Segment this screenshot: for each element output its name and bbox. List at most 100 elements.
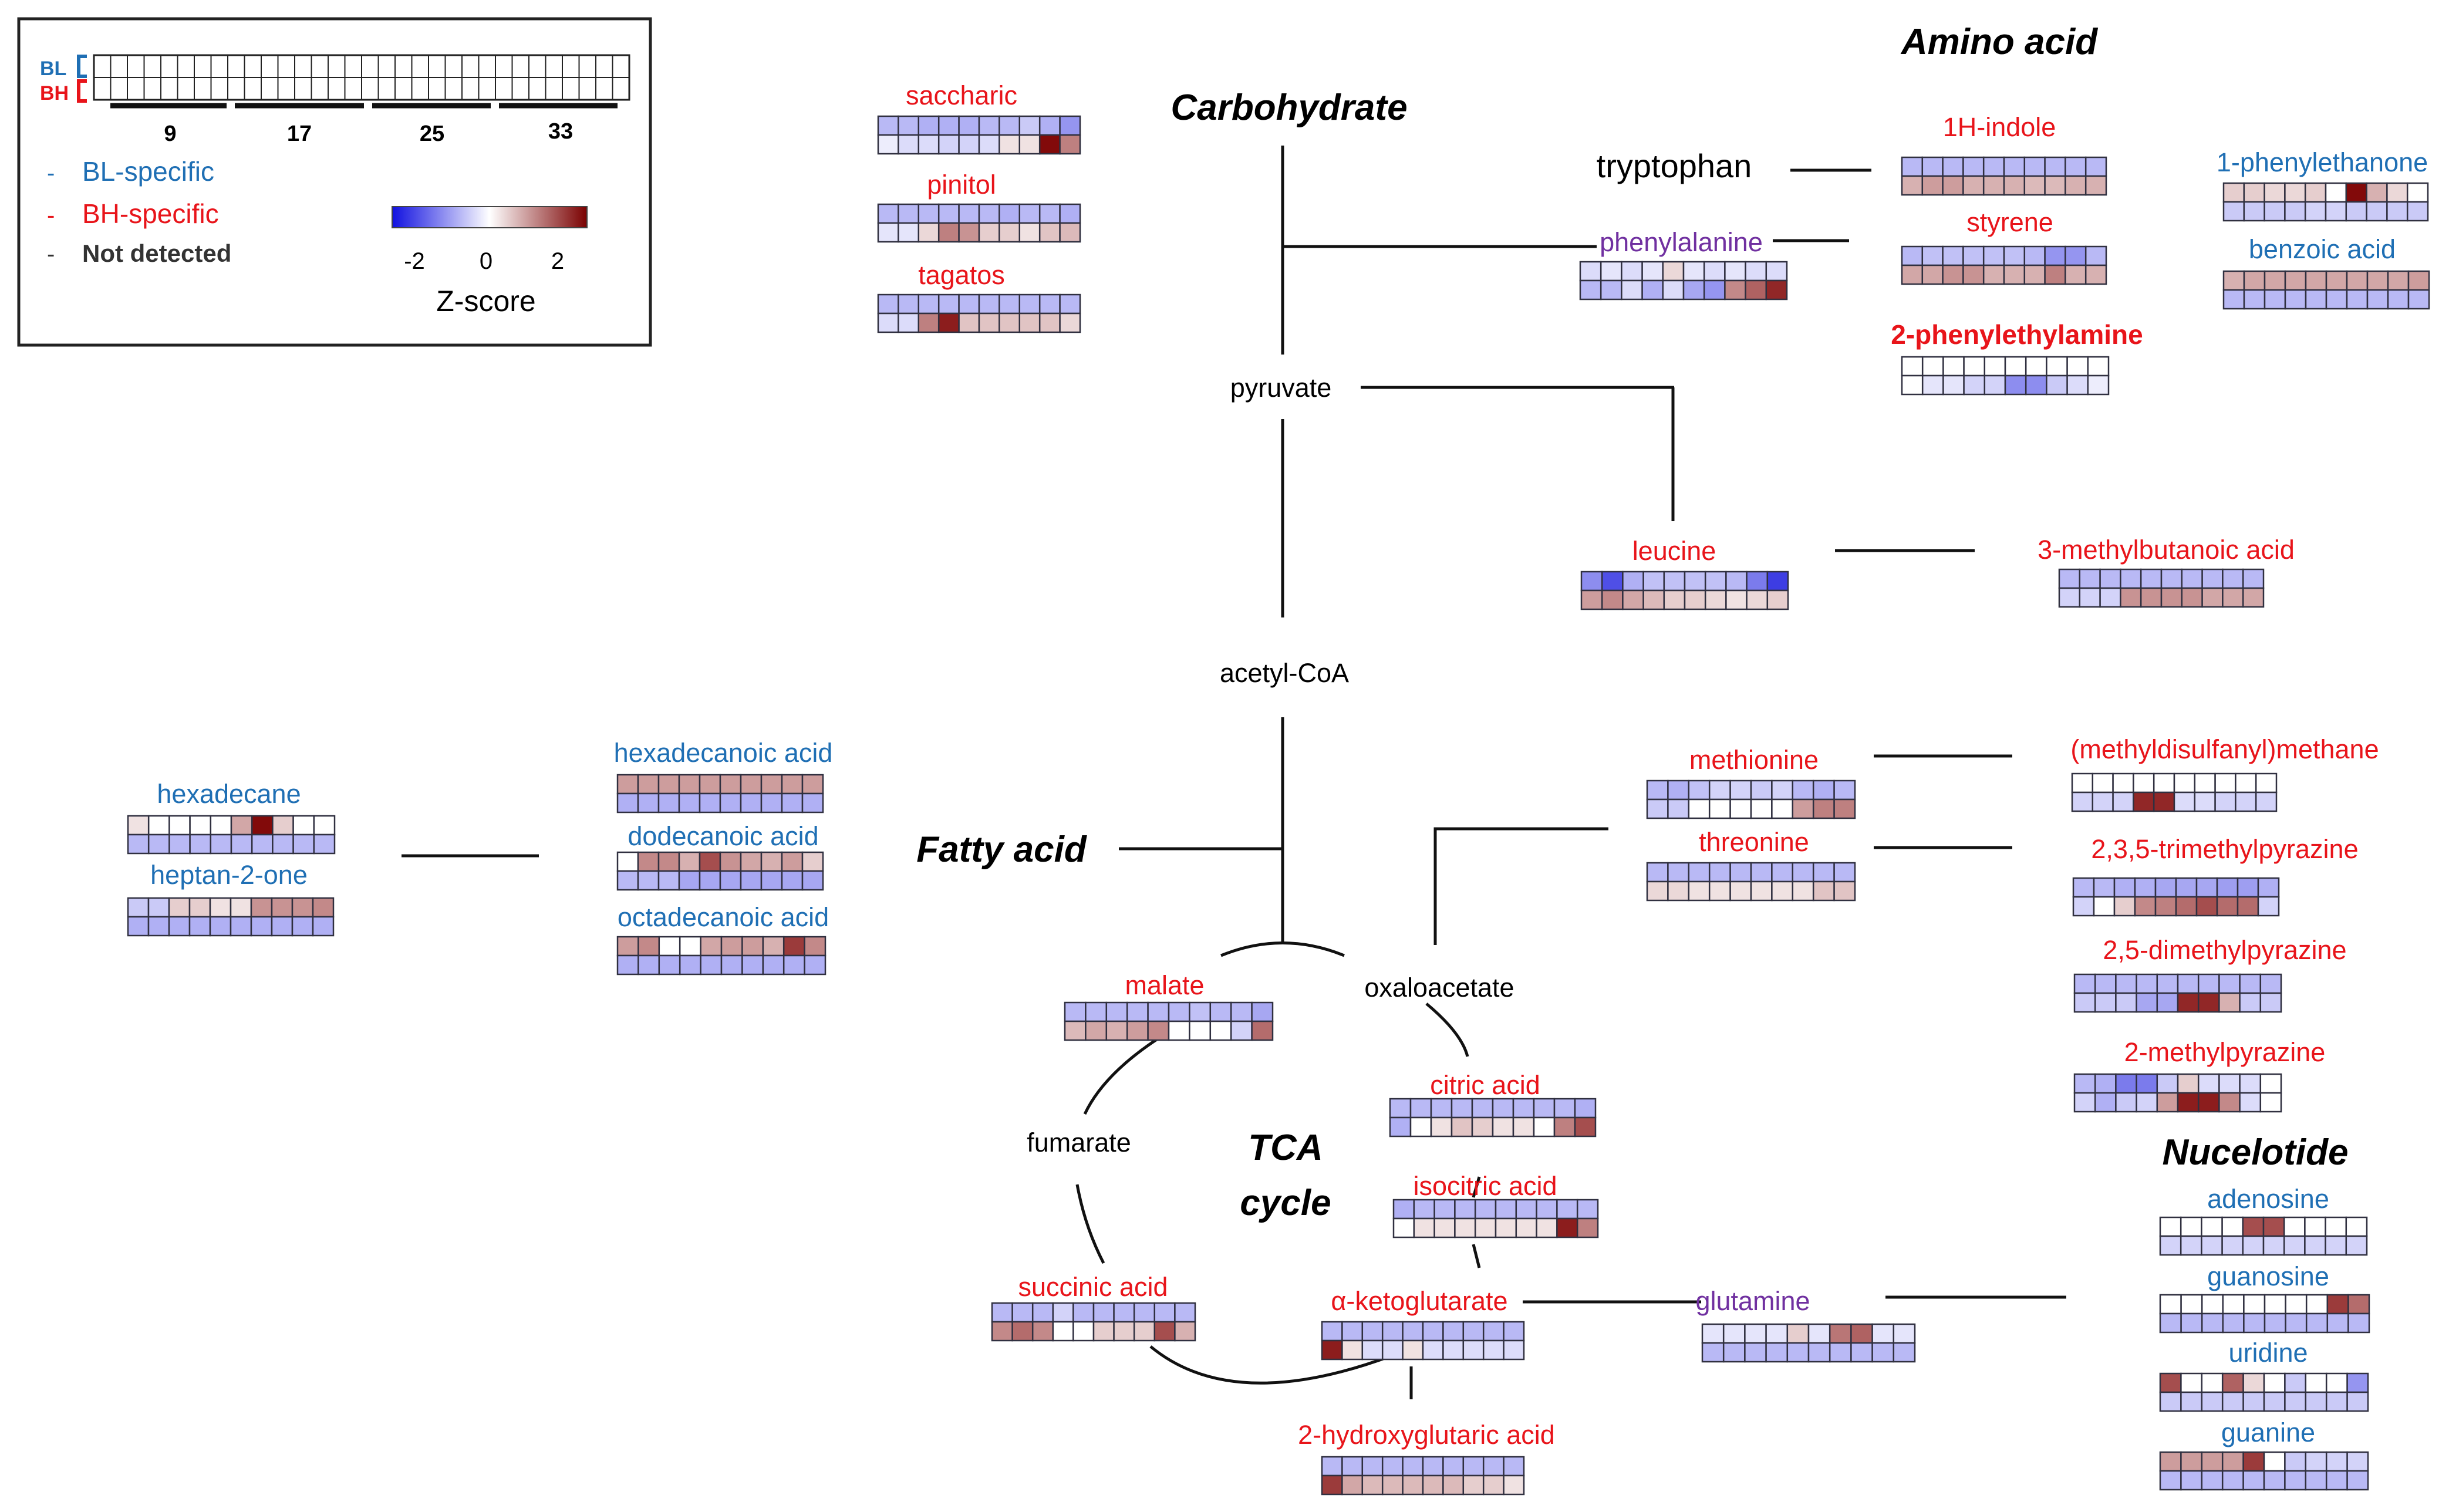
heatmap-cell-bh	[1646, 880, 1669, 902]
heatmap-cell-bl	[1153, 1302, 1176, 1323]
heatmap-cell-bh	[292, 833, 315, 855]
heatmap-cell-bl	[1850, 1323, 1873, 1344]
heatmap-cell-bl	[1984, 356, 2006, 377]
heatmap-benzoic: benzoic acid	[2222, 234, 2430, 310]
heatmap-cell-bh	[1576, 1217, 1599, 1238]
heatmap-cell-bh	[1704, 589, 1727, 610]
heatmap-cell-bh	[1381, 1474, 1404, 1496]
heatmap-cell-bh	[1662, 279, 1685, 301]
heatmap-cell-bl	[1147, 1001, 1170, 1022]
legend-tick-label: 17	[287, 122, 312, 146]
metabolite-label-guanine: guanine	[2221, 1418, 2315, 1447]
heatmap-cell-bh	[991, 1321, 1013, 1342]
metabolite-label-pinitol: pinitol	[927, 170, 996, 200]
heatmap-cell-bl	[1646, 779, 1669, 801]
connector	[1472, 1176, 1481, 1198]
heatmap-cell-bh	[1621, 279, 1643, 301]
heatmap-cell-bh	[2181, 587, 2203, 608]
heatmap-cell-bh	[2325, 289, 2348, 310]
heatmap-cell-bl	[2113, 877, 2136, 898]
heatmap-cell-bl	[2284, 1372, 2307, 1393]
heatmap-cell-bh	[1982, 175, 2005, 196]
heatmap-cell-bl	[991, 1302, 1013, 1323]
heatmap-cell-bl	[2325, 270, 2348, 291]
heatmap-cell-bl	[2407, 270, 2430, 291]
heatmap-cell-bh	[1495, 1217, 1517, 1238]
heatmap-cell-bh	[2347, 1312, 2370, 1334]
heatmap-cell-bh	[147, 833, 170, 855]
heatmap-cell-bh	[189, 833, 212, 855]
heatmap-cell-bh	[1829, 1342, 1852, 1363]
heatmap-cell-bh	[2239, 992, 2262, 1013]
heatmap-cell-bl	[2284, 270, 2307, 291]
heatmap-cell-bh	[1209, 1020, 1232, 1041]
heatmap-cell-bh	[2387, 289, 2410, 310]
heatmap-cell-bh	[2065, 175, 2087, 196]
heatmap-cell-bh	[1641, 279, 1664, 301]
heatmap-cell-bl	[2134, 877, 2157, 898]
heatmap-cell-bl	[657, 774, 680, 795]
heatmap-cell-bl	[251, 815, 274, 836]
heatmap-cell-bh	[2221, 1235, 2244, 1256]
heatmap-cell-bl	[2345, 182, 2367, 203]
heatmap-cell-bh	[1942, 175, 1964, 196]
heatmap-cell-bl	[250, 897, 273, 918]
heatmap-cell-bh	[2222, 1312, 2245, 1334]
heatmap-cell-bh	[2159, 1391, 2182, 1412]
heatmap-cell-bl	[637, 774, 660, 795]
heatmap-cell-bl	[2222, 270, 2245, 291]
heatmap-cell-bl	[2346, 1372, 2369, 1393]
heatmap-cell-bl	[2305, 1372, 2327, 1393]
heatmap-cell-bh	[2180, 1235, 2202, 1256]
heatmap-cell-bh	[1341, 1339, 1364, 1361]
heatmap-cell-bl	[2092, 772, 2114, 794]
heatmap-cell-bh	[1402, 1474, 1424, 1496]
heatmap-cell-bh	[1381, 1339, 1404, 1361]
heatmap-cell-bl	[1536, 1199, 1558, 1220]
heatmap-cell-bh	[1174, 1321, 1196, 1342]
heatmap-cell-bl	[1833, 779, 1856, 801]
heatmap-cell-bh	[1389, 1116, 1412, 1138]
heatmap-cell-bh	[2197, 992, 2220, 1013]
heatmap-cell-bl	[2071, 772, 2094, 794]
heatmap-cell-bl	[209, 897, 232, 918]
heatmap-cell-bh	[978, 134, 1000, 155]
heatmap-cell-bl	[1011, 1302, 1034, 1323]
heatmap-cell-bh	[2197, 1092, 2220, 1113]
heatmap-cell-bl	[657, 851, 680, 872]
heatmap-cell-bh	[1454, 1217, 1476, 1238]
heatmap-cell-bl	[2201, 1372, 2224, 1393]
heatmap-cell-bl	[999, 115, 1021, 136]
metabolite-label-glutamine: glutamine	[1695, 1286, 1810, 1316]
heatmap-cell-bh	[1133, 1321, 1156, 1342]
heatmap-cell-bl	[2242, 1216, 2265, 1237]
legend-row-bl: BL	[40, 58, 66, 80]
legend-dash: -	[47, 203, 55, 228]
heatmap-cell-bl	[2305, 270, 2327, 291]
heatmap-cell-bh	[2201, 1391, 2224, 1412]
heatmap-cell-bh	[2235, 791, 2257, 812]
heatmap-cell-bh	[1556, 1217, 1578, 1238]
heatmap-cell-bh	[188, 916, 211, 937]
heatmap-cell-bh	[1807, 1342, 1831, 1363]
heatmap-pinitol: pinitol	[877, 170, 1081, 243]
heatmap-cell-bl	[2194, 772, 2216, 794]
heatmap-cell-bl	[2065, 245, 2087, 266]
heatmap-cell-bh	[1413, 1217, 1435, 1238]
heatmap-cell-bl	[1018, 203, 1041, 224]
heatmap-cell-bh	[2173, 791, 2196, 812]
heatmap-cell-bh	[801, 870, 824, 891]
heatmap-cell-bh	[1038, 134, 1061, 155]
heatmap-cell-bl	[1600, 261, 1622, 282]
connector	[1472, 1244, 1481, 1268]
z-score-scale: -2 0 2 Z-score	[392, 206, 588, 318]
heatmap-cell-bh	[1901, 264, 1924, 285]
heatmap-cell-bl	[2173, 772, 2196, 794]
heatmap-cell-bh	[1682, 279, 1705, 301]
heatmap-cell-bh	[2154, 896, 2177, 917]
heatmap-cell-bh	[801, 792, 824, 814]
heatmap-cell-bl	[1092, 1302, 1115, 1323]
heatmap-cell-bh	[2136, 992, 2158, 1013]
heatmap-cell-bl	[2264, 270, 2286, 291]
heatmap-cell-bl	[1663, 571, 1686, 592]
